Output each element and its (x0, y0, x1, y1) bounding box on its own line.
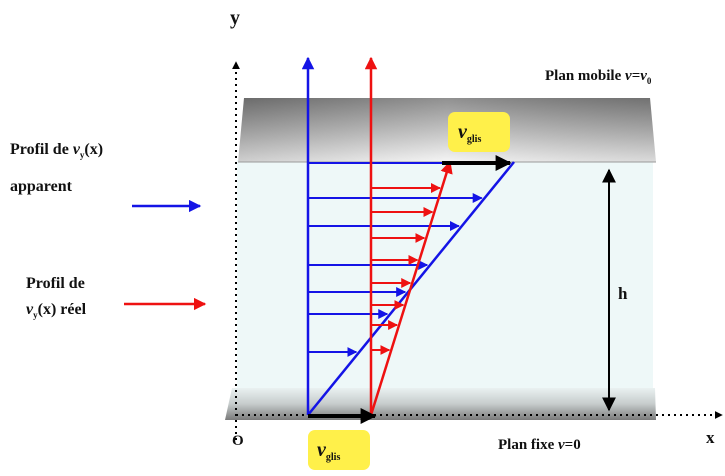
top-plate-label: Plan mobile v=v0 (545, 68, 652, 86)
bottom-plate-label: Plan fixe v=0 (498, 437, 581, 453)
origin-label: O (232, 433, 244, 449)
real-profile (364, 56, 453, 416)
slip-label-box-bottom (308, 430, 370, 470)
gap-height-label: h (618, 284, 628, 303)
x-axis-label: x (706, 428, 715, 447)
slip-label-top: vglis (458, 121, 481, 145)
legend-real-line2: vy(x) réel (26, 301, 87, 320)
slip-label-bottom: vglis (317, 439, 340, 463)
bottom-plate (225, 388, 656, 420)
legend-real-line1: Profil de (26, 275, 85, 292)
real-profile-line (369, 160, 453, 416)
fluid-layer (237, 160, 653, 392)
y-axis-label: y (230, 7, 240, 29)
slip-label-box-top (448, 112, 510, 152)
legend-apparent-line1: Profil de vy(x) (10, 141, 103, 160)
top-plate (238, 98, 656, 163)
legend-apparent-line2: apparent (10, 178, 73, 195)
